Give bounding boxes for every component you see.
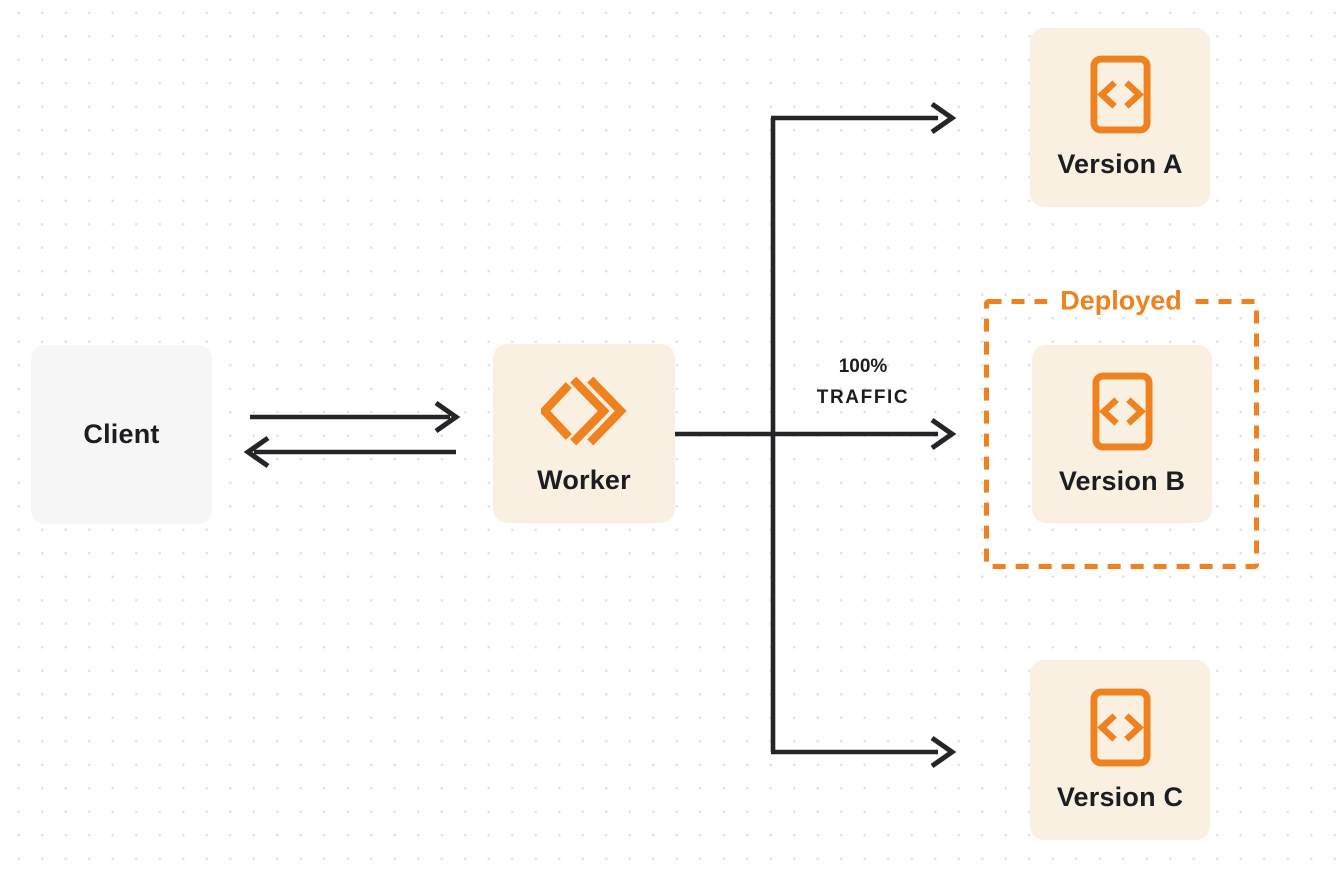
deployed-dashed-region [984, 299, 1259, 569]
traffic-word-text: TRAFFIC [816, 387, 910, 408]
version-c-label: Version C [1056, 781, 1184, 812]
node-version-b[interactable]: Version B [1032, 345, 1212, 523]
deployed-annotation: Deployed [1047, 285, 1195, 317]
client-label: Client [83, 419, 160, 449]
node-version-c[interactable]: Version C [1030, 660, 1210, 840]
code-file-icon [1089, 688, 1151, 767]
code-file-icon [1089, 55, 1151, 134]
traffic-annotation: 100% TRAFFIC [793, 351, 933, 413]
trunk-to-version-c-arrow [771, 735, 957, 769]
trunk-to-version-a-arrow [771, 101, 957, 135]
worker-double-chevron-icon [541, 372, 627, 450]
version-b-label: Version B [1058, 465, 1186, 496]
code-file-icon [1091, 372, 1153, 451]
node-client[interactable]: Client [31, 345, 212, 524]
worker-label: Worker [537, 464, 631, 495]
node-version-a[interactable]: Version A [1030, 28, 1210, 207]
node-worker[interactable]: Worker [493, 344, 675, 523]
version-a-label: Version A [1057, 149, 1183, 179]
worker-to-version-b-arrow [675, 417, 957, 451]
client-to-worker-arrow [250, 400, 461, 434]
worker-to-client-arrow [243, 435, 456, 469]
traffic-percent-text: 100% [838, 356, 888, 377]
